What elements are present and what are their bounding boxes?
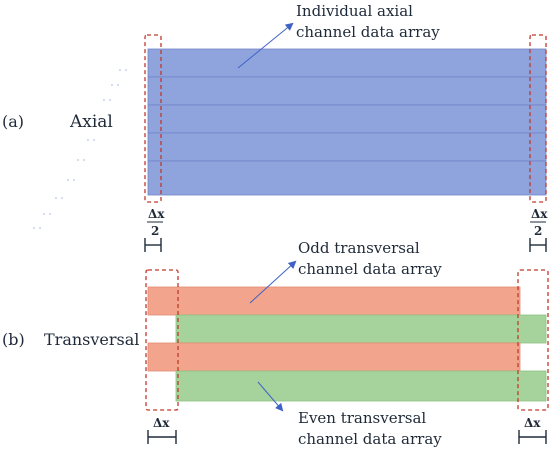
axial-delta-right-denominator: 2 [534, 224, 542, 238]
axial-annotation-arrow [237, 22, 294, 69]
transversal-left-dashed-box [145, 269, 179, 411]
even-annotation-arrow [257, 381, 284, 412]
axial-delta-left-denominator: 2 [151, 224, 159, 238]
odd-annotation-arrow [249, 260, 297, 304]
transversal-arrays [147, 286, 547, 402]
transversal-index-label: (b) [2, 330, 25, 349]
axial-array-1 [147, 48, 547, 78]
odd-array-2 [147, 342, 521, 372]
axial-array-3 [147, 104, 547, 134]
transversal-panel-title: Transversal [44, 330, 139, 349]
even-array-2 [175, 370, 547, 402]
axial-array-2 [147, 76, 547, 106]
transversal-delta-left-label: Δx [153, 416, 170, 430]
axial-arrays [147, 48, 547, 196]
axial-annotation-line2: channel data array [296, 23, 440, 41]
axial-array-4 [147, 132, 547, 162]
transversal-delta-left: Δx [147, 416, 177, 444]
odd-array-1 [147, 286, 521, 316]
even-array-1 [175, 314, 547, 344]
axial-right-dashed-box [529, 34, 547, 203]
axial-delta-right-numerator: Δx [531, 207, 548, 221]
axial-panel-title: Axial [69, 112, 113, 132]
axial-array-5 [147, 160, 547, 196]
axial-delta-right: Δx 2 [529, 207, 548, 252]
axial-index-label: (a) [2, 112, 24, 131]
odd-annotation-line1: Odd transversal [298, 239, 420, 257]
transversal-delta-right: Δx [518, 416, 547, 444]
axial-left-dashed-box [144, 34, 162, 203]
axial-delta-left-numerator: Δx [148, 207, 165, 221]
odd-annotation-line2: channel data array [298, 260, 442, 278]
even-annotation-line1: Even transversal [298, 409, 426, 427]
faint-dots [33, 69, 127, 229]
axial-delta-left: Δx 2 [144, 207, 165, 252]
even-annotation-line2: channel data array [298, 430, 442, 448]
axial-annotation-line1: Individual axial [296, 2, 413, 20]
transversal-delta-right-label: Δx [524, 416, 541, 430]
